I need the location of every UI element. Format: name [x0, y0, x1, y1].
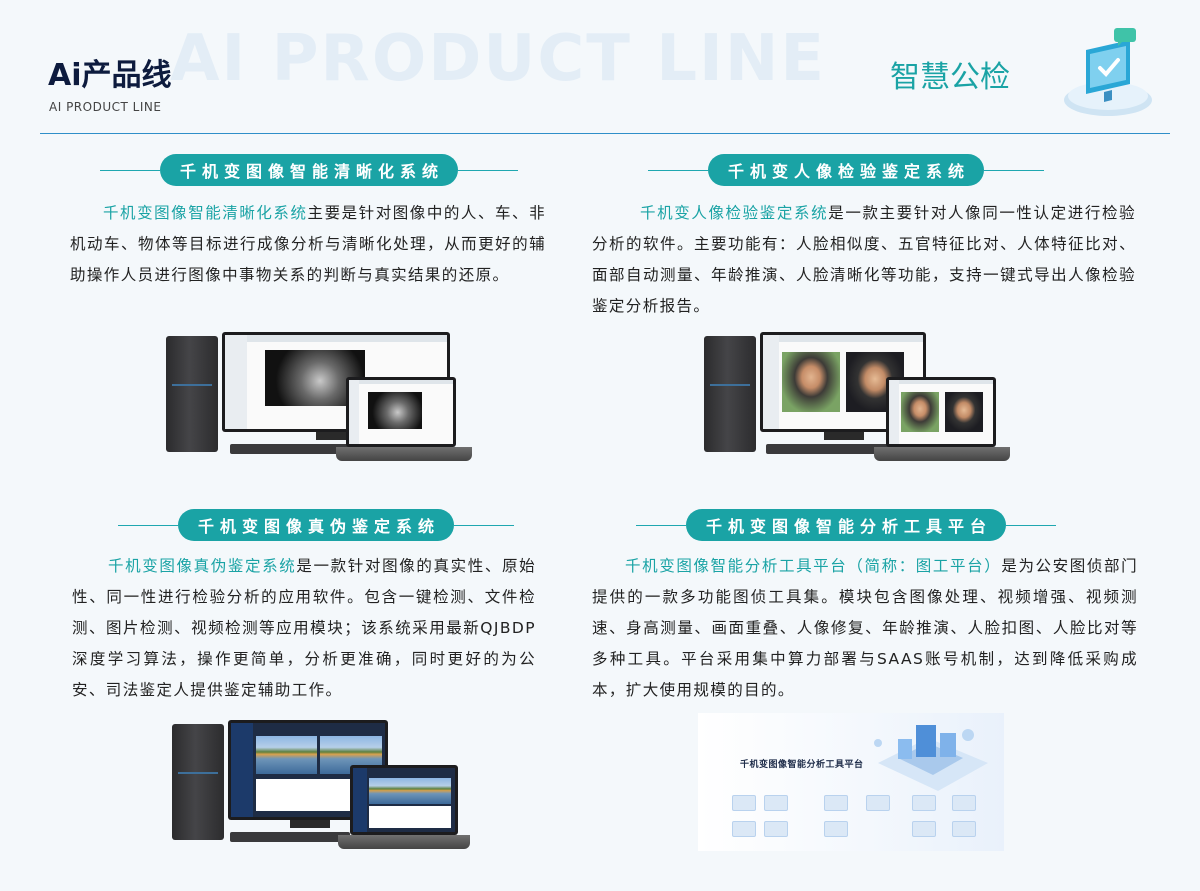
pc-tower — [166, 336, 218, 452]
product-image-sharpening — [166, 332, 476, 466]
platform-title: 千机变图像智能分析工具平台 — [740, 760, 864, 770]
platform-illustration: 千机变图像智能分析工具平台 — [698, 713, 1004, 851]
background-watermark: AI PRODUCT LINE — [170, 22, 827, 96]
page-title: Ai产品线 — [48, 58, 172, 93]
product-image-authenticity — [172, 720, 482, 854]
keyboard — [230, 444, 360, 454]
section-heading-3: 千机变图像真伪鉴定系统 — [118, 509, 515, 541]
page-subtitle: AI PRODUCT LINE — [49, 100, 162, 114]
keyboard — [230, 832, 350, 842]
header-divider — [40, 133, 1170, 134]
isometric-server-illustration — [874, 725, 988, 791]
laptop-screen — [346, 377, 456, 447]
section-body-2: 千机变人像检验鉴定系统是一款主要针对人像同一性认定进行检验分析的软件。主要功能有… — [592, 204, 1136, 315]
laptop-screen — [886, 377, 996, 447]
keyboard — [766, 444, 896, 454]
pc-tower — [172, 724, 224, 840]
computer-check-icon — [1064, 28, 1152, 116]
section-heading-1: 千机变图像智能清晰化系统 — [100, 154, 519, 186]
pc-tower — [704, 336, 756, 452]
laptop-screen — [350, 765, 458, 835]
section-body-1: 千机变图像智能清晰化系统主要是针对图像中的人、车、非机动车、物体等目标进行成像分… — [70, 204, 546, 284]
section-heading-4: 千机变图像智能分析工具平台 — [636, 509, 1057, 541]
product-image-portrait — [704, 332, 1014, 466]
section-heading-2: 千机变人像检验鉴定系统 — [648, 154, 1045, 186]
section-body-3: 千机变图像真伪鉴定系统是一款针对图像的真实性、原始性、同一性进行检验分析的应用软… — [72, 557, 536, 699]
section-body-4: 千机变图像智能分析工具平台（简称：图工平台）是为公安图侦部门提供的一款多功能图侦… — [592, 557, 1138, 699]
category-tag: 智慧公检 — [890, 60, 1010, 95]
